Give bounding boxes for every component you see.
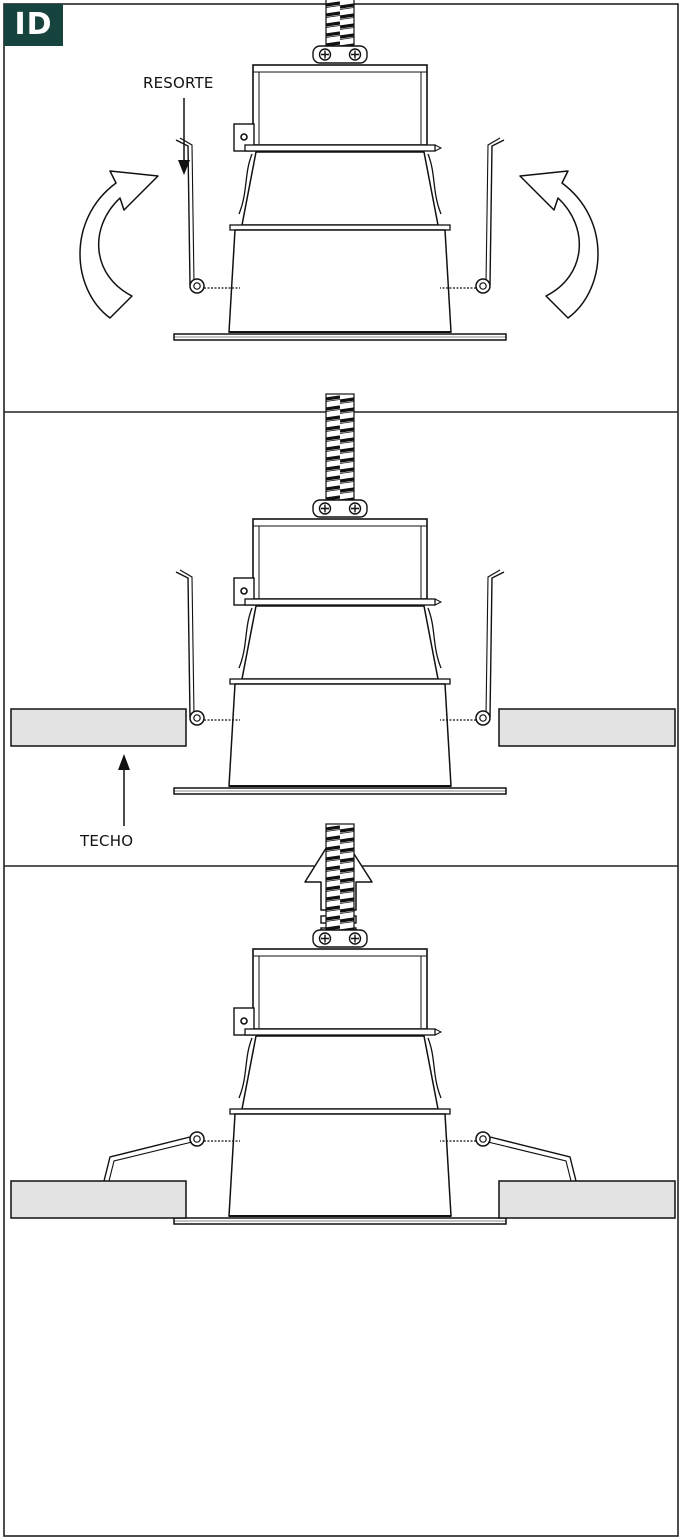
ceiling-label: TECHO (80, 832, 134, 850)
ceiling-pointer-arrow (118, 754, 130, 826)
panel-step-2 (10, 393, 676, 936)
downlight-fixture (173, 393, 507, 795)
spring-pointer-arrow (178, 98, 190, 175)
ceiling-panel-left (10, 708, 187, 747)
ceiling-panel-right (498, 1180, 676, 1219)
panel-step-1 (79, 0, 599, 341)
downlight-fixture (173, 0, 507, 341)
panel-step-3 (10, 823, 676, 1225)
ceiling-panel-left (10, 1180, 187, 1219)
spring-label: RESORTE (143, 74, 214, 92)
rotate-right-arrow-icon (519, 170, 599, 319)
step-badge: ID (4, 4, 63, 46)
ceiling-panel-right (498, 708, 676, 747)
rotate-left-arrow-icon (79, 170, 159, 319)
downlight-fixture (173, 823, 507, 1225)
